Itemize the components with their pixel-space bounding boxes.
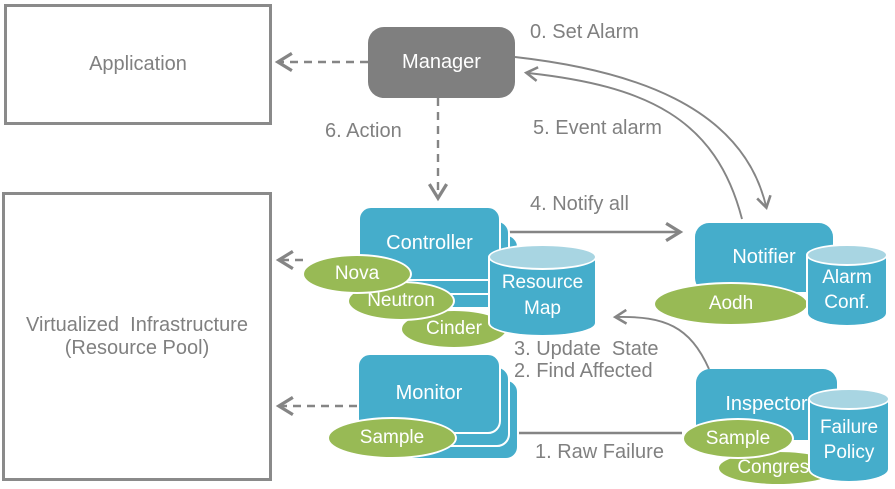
raw-failure-label: 1. Raw Failure (535, 441, 664, 463)
virtualized-infrastructure-node: Virtualized Infrastructure (Resource Poo… (2, 192, 272, 481)
failure-policy-cylinder-top (808, 388, 890, 410)
neutron-label: Neutron (367, 290, 435, 311)
cinder-label: Cinder (426, 318, 482, 339)
nova-label: Nova (334, 263, 380, 284)
alarm-conf-body: Alarm Conf. (806, 255, 888, 327)
inspector-sample-label: Sample (705, 427, 771, 449)
alarm-conf-cylinder: Alarm Conf. (806, 244, 888, 327)
application-label: Application (89, 53, 187, 75)
notifier-label: Notifier (732, 246, 796, 268)
resource-map-label-line2: Map (524, 298, 561, 319)
failure-policy-body: Failure Policy (808, 399, 890, 483)
alarm-conf-label-line2: Conf. (824, 292, 870, 313)
application-node: Application (4, 4, 272, 125)
monitor-sample-label: Sample (359, 427, 425, 448)
action-label: 6. Action (325, 120, 402, 142)
update-state-label: 3. Update State (514, 338, 659, 360)
failure-policy-label-line1: Failure (819, 417, 879, 438)
monitor-sample-ellipse: Sample (327, 417, 457, 459)
vi-label-line1: Virtualized Infrastructure (26, 313, 248, 336)
controller-label: Controller (386, 232, 473, 254)
arrow-inspector-to-resource-map (612, 308, 710, 370)
resource-map-body: Resource Map (488, 257, 597, 337)
inspector-sample-ellipse: Sample (682, 418, 794, 459)
find-affected-label: 2. Find Affected (514, 360, 653, 382)
set-alarm-label: 0. Set Alarm (530, 21, 639, 43)
event-alarm-label: 5. Event alarm (533, 117, 662, 139)
aodh-label: Aodh (708, 293, 754, 314)
resource-map-label-line1: Resource (501, 272, 584, 293)
alarm-conf-cylinder-top (806, 244, 888, 266)
aodh-ellipse: Aodh (653, 282, 809, 326)
arrow-manager-to-notifier-set-alarm (514, 56, 772, 211)
notify-all-label: 4. Notify all (530, 193, 629, 215)
manager-label: Manager (402, 51, 481, 73)
vi-label-line2: (Resource Pool) (64, 336, 210, 359)
alarm-conf-label-line1: Alarm (822, 267, 872, 288)
controller-node: Controller (358, 206, 501, 281)
resource-map-cylinder: Resource Map (488, 244, 597, 337)
failure-policy-label-line2: Policy (823, 442, 875, 463)
arrow-notifier-to-manager-event-alarm (523, 66, 743, 220)
monitor-label: Monitor (395, 382, 463, 404)
failure-policy-cylinder: Failure Policy (808, 388, 890, 483)
congress-label: Congress (737, 457, 819, 478)
resource-map-cylinder-top (488, 244, 597, 270)
manager-node: Manager (368, 27, 515, 98)
inspector-label: Inspector (725, 393, 808, 415)
nova-ellipse: Nova (302, 254, 412, 294)
